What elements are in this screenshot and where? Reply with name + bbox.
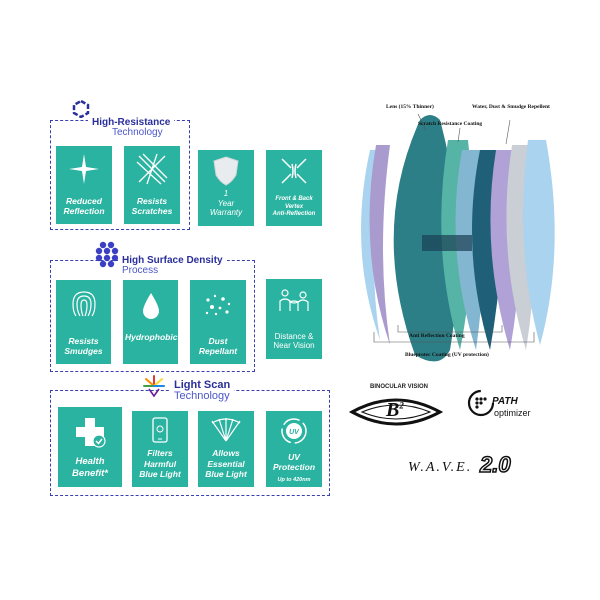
- lens-layer-outer-right: [523, 140, 555, 345]
- eye-icon: [348, 398, 444, 426]
- high-resistance-title-light: Technology: [112, 127, 163, 138]
- light-scan-icon: [142, 374, 166, 403]
- lens-layer-purple-left: [369, 145, 390, 345]
- tile-resists-smudges: Resists Smudges: [56, 280, 111, 364]
- light-scan-title-strong: Light Scan: [174, 379, 231, 391]
- tile-label: Reduced Reflection: [63, 195, 105, 216]
- tile-reduced-reflection: Reduced Reflection: [56, 146, 112, 224]
- tile-warranty: 1 Year Warranty: [198, 150, 254, 226]
- tile-label: Distance & Near Vision: [273, 331, 315, 351]
- tile-allows-blue-light: Allows Essential Blue Light: [198, 411, 254, 487]
- label-scratch-coating: Scratch Resistance Coating: [418, 121, 483, 127]
- binocular-mark: B2: [386, 399, 404, 422]
- uv-shield-icon: UV: [281, 418, 307, 444]
- binocular-mark-letter: B: [386, 399, 400, 421]
- phone-icon: [152, 417, 168, 443]
- binocular-vision-title: BINOCULAR VISION: [370, 384, 429, 390]
- fingerprint-icon: [71, 291, 96, 317]
- wave-version: 2.0: [479, 451, 511, 478]
- wave-text: W.A.V.E.: [408, 460, 473, 475]
- scratch-icon: [136, 153, 168, 185]
- tile-sublabel: Up to 420nm: [277, 477, 311, 483]
- high-resistance-title: High-Resistance Technology: [88, 117, 175, 138]
- path-word: PATH: [492, 396, 518, 407]
- tile-label: Hydrophobic: [125, 331, 178, 342]
- light-scan-title-light: Technology: [174, 390, 230, 402]
- binocular-mark-sup: 2: [399, 400, 404, 411]
- tile-hydrophobic: Hydrophobic: [123, 280, 178, 364]
- surface-density-title-strong: High Surface Density: [122, 255, 223, 266]
- shield-icon: [213, 156, 239, 186]
- label-lens: Lens (15% Thinner): [386, 104, 434, 110]
- tile-dust-repellant: Dust Repellant: [190, 280, 246, 364]
- high-resistance-icon: [72, 99, 90, 123]
- lens-diagram: [361, 113, 555, 362]
- tile-label: Front & Back Vertex Anti-Reflection: [272, 196, 316, 217]
- tile-label: 1 Year Warranty: [209, 189, 243, 218]
- wave-logo: W.A.V.E. 2.0: [408, 451, 528, 482]
- tile-label: Health Benefit*: [72, 456, 108, 479]
- surface-density-title: High Surface Density Process: [118, 256, 227, 276]
- health-cross-icon: [76, 418, 106, 448]
- water-drop-icon: [142, 293, 159, 319]
- tile-label: Resists Smudges: [64, 335, 103, 356]
- tile-label: Filters Harmful Blue Light: [139, 448, 181, 479]
- optimizer-word: optimizer: [494, 408, 531, 418]
- tile-uv-protection: UV UV Protection Up to 420nm: [266, 411, 322, 487]
- tile-label: Dust Repellant: [198, 335, 238, 356]
- uv-badge-text: UV: [289, 429, 300, 436]
- molecule-icon: [93, 240, 121, 273]
- label-blueprotec: Blueprotec Coating (UV protection): [405, 352, 489, 358]
- tile-health-benefit: Health Benefit*: [58, 407, 122, 487]
- light-scan-title: Light Scan Technology: [170, 379, 235, 402]
- tile-label: Resists Scratches: [131, 195, 173, 216]
- sparkle-icon: [69, 154, 99, 184]
- label-water-repellent: Water, Dust & Smudge Repellent: [472, 104, 550, 110]
- dust-icon: [205, 294, 231, 316]
- tile-label: UV Protection: [272, 451, 316, 472]
- arrows-icon: [281, 158, 307, 184]
- tile-front-back-vertex: Front & Back Vertex Anti-Reflection: [266, 150, 322, 226]
- tile-label: Allows Essential Blue Light: [205, 448, 247, 479]
- distance-vision-icon: [279, 289, 309, 311]
- surface-density-title-light: Process: [122, 265, 159, 276]
- tile-distance-near-vision: Distance & Near Vision: [266, 279, 322, 359]
- path-optimizer-logo: PATH optimizer: [466, 388, 546, 424]
- light-rays-icon: [211, 418, 241, 442]
- path-optimizer-icon: [467, 389, 495, 417]
- high-resistance-title-strong: High-Resistance: [92, 117, 171, 128]
- tile-filters-blue-light: Filters Harmful Blue Light: [132, 411, 188, 487]
- label-anti-reflection: Anti Reflection Coating: [409, 333, 465, 339]
- tile-resists-scratches: Resists Scratches: [124, 146, 180, 224]
- binocular-vision-logo: BINOCULAR VISION B2: [348, 384, 444, 434]
